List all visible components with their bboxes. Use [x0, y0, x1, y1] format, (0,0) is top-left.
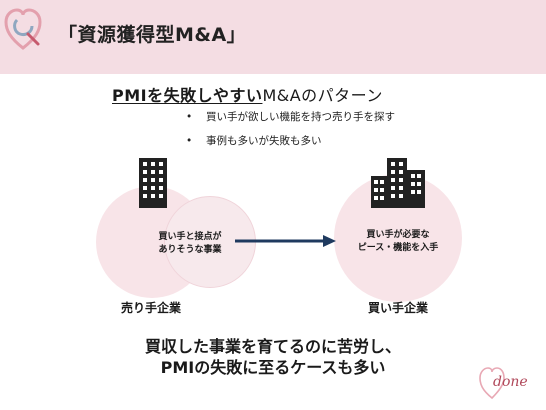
subtitle-emphasis: PMIを失敗しやすい	[112, 86, 263, 105]
buyer-label: 買い手企業	[367, 301, 428, 315]
buyer-acquire-text: 買い手が必要な ピース・機能を入手	[340, 229, 456, 255]
arrow-right-icon	[235, 235, 336, 247]
bullet-list: 買い手が欲しい機能を持つ売り手を探す 事例も多いが失敗も多い	[186, 108, 395, 156]
seller-building-icon	[139, 158, 167, 208]
bullet-item: 事例も多いが失敗も多い	[186, 132, 395, 156]
conclusion-line: 買収した事業を育てるのに苦労し、	[144, 337, 401, 356]
buyer-buildings-icon	[371, 158, 425, 208]
slide-subtitle: PMIを失敗しやすいM&Aのパターン	[112, 82, 383, 106]
overlap-text-line: 買い手と接点が	[158, 232, 222, 242]
header-bar: 「資源獲得型M&A」	[0, 0, 546, 74]
overlap-business-text: 買い手と接点が ありそうな事業	[143, 231, 237, 257]
overlap-text-line: ありそうな事業	[158, 245, 222, 255]
bullet-item: 買い手が欲しい機能を持つ売り手を探す	[186, 108, 395, 132]
page-title: 「資源獲得型M&A」	[58, 24, 247, 46]
buyer-text-line: 買い手が必要な	[366, 230, 430, 240]
seller-label: 売り手企業	[120, 301, 181, 315]
conclusion-line: PMIの失敗に至るケースも多い	[160, 358, 386, 377]
conclusion-text: 買収した事業を育てるのに苦労し、 PMIの失敗に至るケースも多い	[80, 336, 466, 378]
subtitle-rest: M&Aのパターン	[262, 86, 383, 105]
heart-q-logo-icon	[4, 8, 42, 50]
buyer-text-line: ピース・機能を入手	[357, 243, 439, 253]
footer-brand-text: done	[493, 374, 528, 390]
done-heart-logo-icon	[479, 367, 505, 400]
